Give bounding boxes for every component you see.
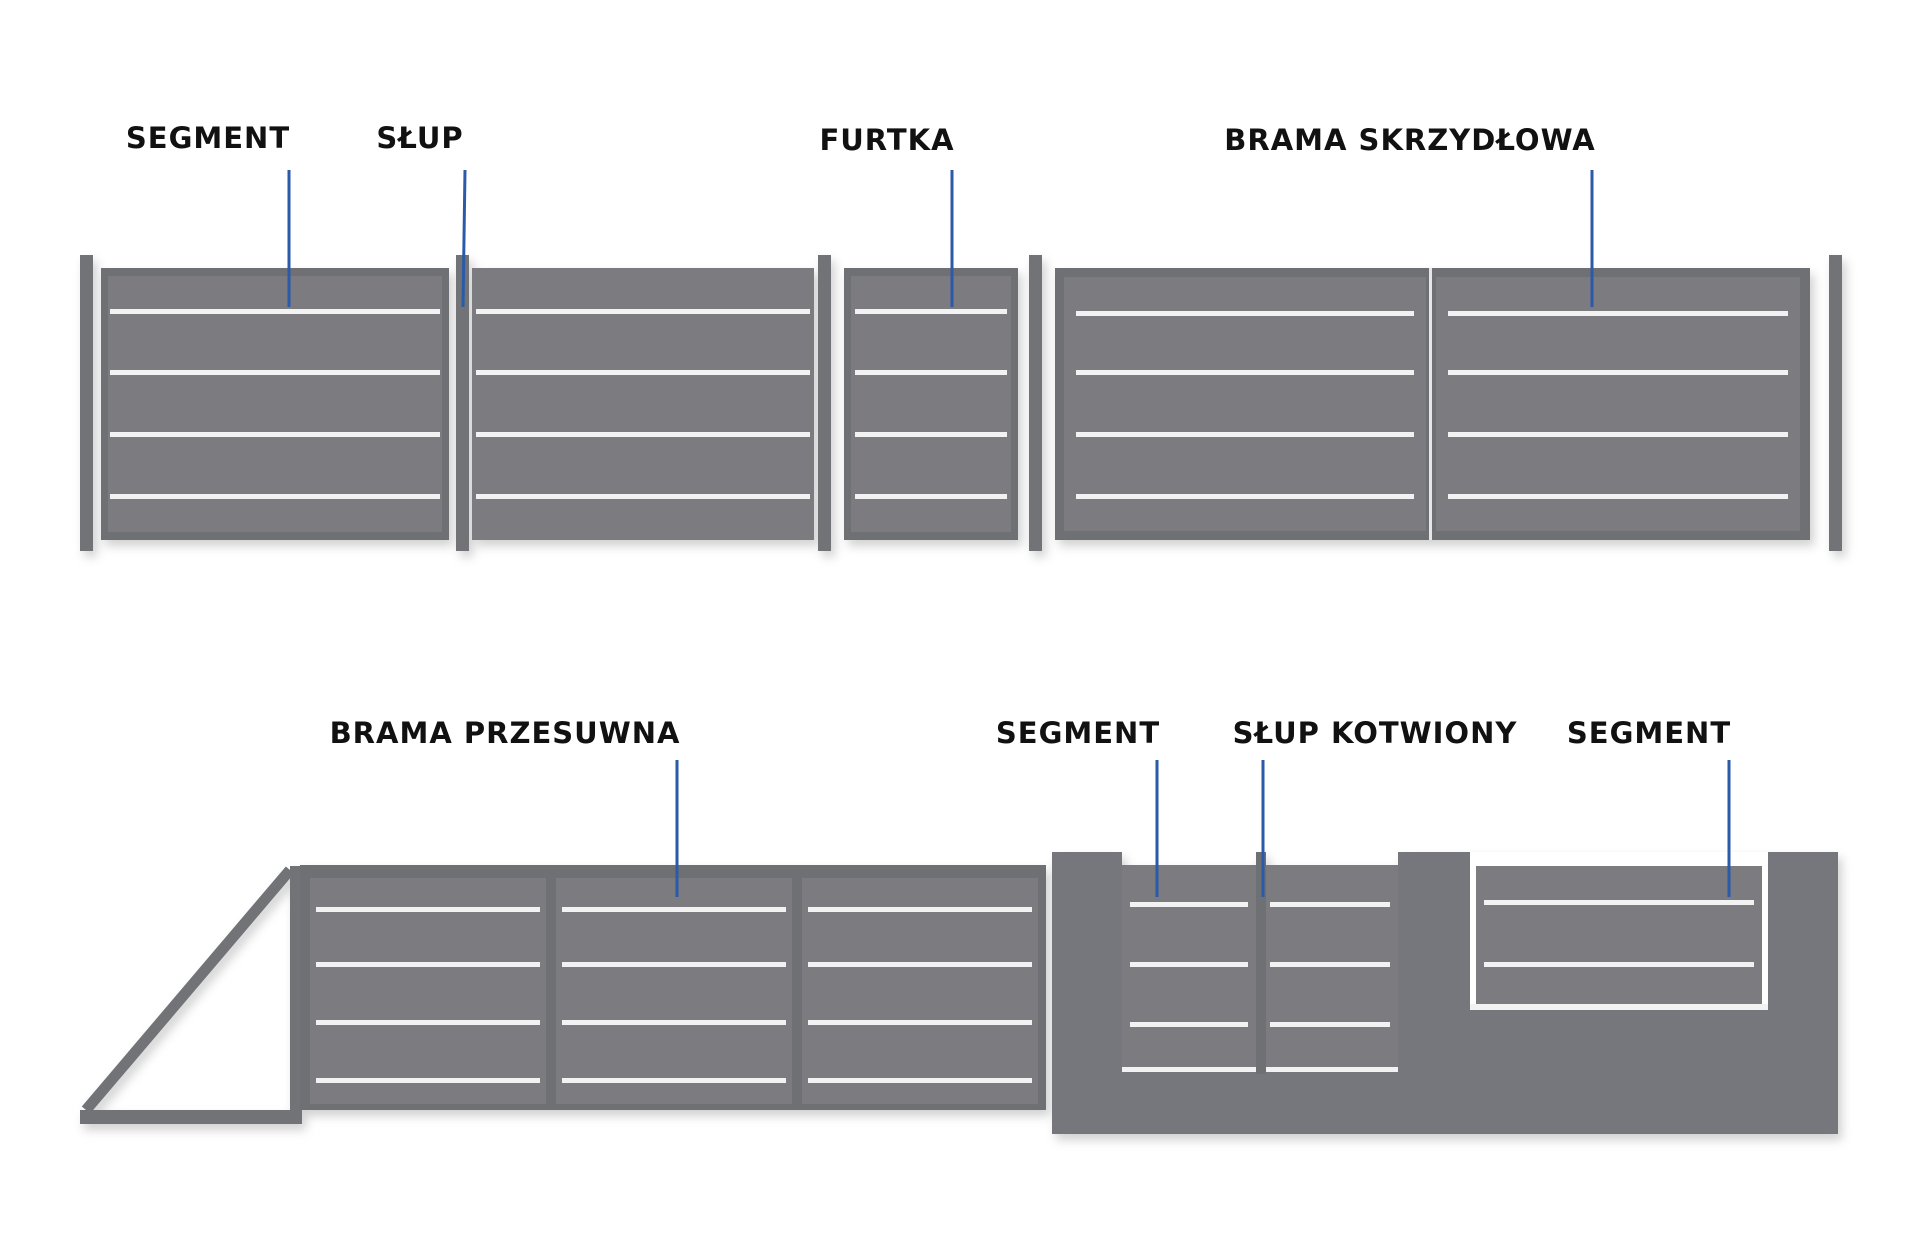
slat [855,370,1007,375]
top-fence-row [80,255,1842,551]
slat [855,309,1007,314]
slat [316,962,540,967]
slat [808,962,1032,967]
anchored-post [1256,852,1266,1074]
sliding-gate-frame [80,866,302,1124]
label-slup: SŁUP [376,121,463,155]
label-slup-kotwiony: SŁUP KOTWIONY [1233,716,1518,750]
post [1829,255,1842,551]
slat [1130,1022,1248,1027]
slat [1076,494,1414,499]
slat [562,1078,786,1083]
fence-segment [101,268,449,540]
slat [110,309,440,314]
slat [855,494,1007,499]
label-furtka: FURTKA [819,123,954,157]
wall [1052,852,1838,1134]
slat [562,1020,786,1025]
slat [1076,370,1414,375]
post [456,255,469,551]
slat [808,1020,1032,1025]
slat [562,962,786,967]
wicket-gate [844,268,1018,540]
slat [476,432,810,437]
slat [476,309,810,314]
slat [808,1078,1032,1083]
slat [1448,432,1788,437]
slat [1484,900,1754,905]
slat [1130,902,1248,907]
fence-segment [472,268,814,540]
post [1029,255,1042,551]
slat [316,1078,540,1083]
swing-gate [1055,268,1810,540]
slat [562,907,786,912]
slat [1448,370,1788,375]
slat [1270,902,1390,907]
labels: SEGMENT SŁUP FURTKA BRAMA SKRZYDŁOWA BRA… [126,121,1731,750]
slat [808,907,1032,912]
label-segment-wall-right: SEGMENT [1567,716,1731,750]
leader-lines [287,169,1731,897]
slat [855,432,1007,437]
slat [1130,962,1248,967]
label-segment-top: SEGMENT [126,121,290,155]
slat [110,432,440,437]
slat [1484,962,1754,967]
label-segment-wall-left: SEGMENT [996,716,1160,750]
sliding-gate [300,865,1046,1110]
slat [1448,311,1788,316]
slat [316,907,540,912]
slat [1076,432,1414,437]
slat [1270,1022,1390,1027]
slat [1448,494,1788,499]
slat [110,494,440,499]
post [818,255,831,551]
slat [476,494,810,499]
slat [1076,311,1414,316]
slat [110,370,440,375]
post [80,255,93,551]
slat [316,1020,540,1025]
label-brama-przesuwna: BRAMA PRZESUWNA [330,716,681,750]
bottom-fence-row [80,852,1838,1134]
slat [1270,962,1390,967]
slat [476,370,810,375]
label-brama-skrzydlowa: BRAMA SKRZYDŁOWA [1224,123,1595,157]
leader-slup [461,169,467,308]
